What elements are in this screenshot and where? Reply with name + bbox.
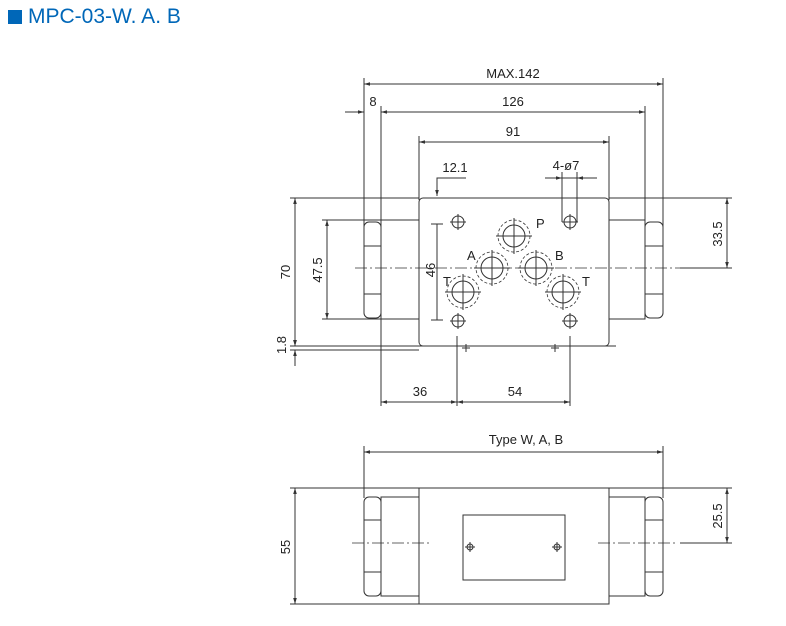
dim-1-8: 1.8 <box>274 336 289 354</box>
label-port-t-right: T <box>582 274 590 289</box>
dim-46: 46 <box>423 263 438 277</box>
dim-12-1: 12.1 <box>442 160 467 175</box>
left-cylinder <box>380 219 420 320</box>
port-a <box>474 250 510 286</box>
left-hex-nut <box>363 221 382 319</box>
label-port-p: P <box>536 216 545 231</box>
dim-55: 55 <box>278 540 293 554</box>
side-right-hex-nut <box>644 496 664 597</box>
dim-33-5: 33.5 <box>710 221 725 246</box>
type-label: Type W, A, B <box>489 432 563 447</box>
side-valve-body <box>418 487 610 605</box>
port-t-right <box>545 274 581 310</box>
dim-70: 70 <box>278 265 293 279</box>
dim-25-5: 25.5 <box>710 503 725 528</box>
right-cylinder <box>608 219 646 320</box>
side-right-cylinder <box>608 496 646 597</box>
dimension-lines <box>293 82 729 404</box>
label-port-a: A <box>467 248 476 263</box>
port-t-left <box>445 274 481 310</box>
right-hex-nut <box>644 221 664 319</box>
dim-54: 54 <box>508 384 522 399</box>
dim-91: 91 <box>506 124 520 139</box>
port-p <box>496 218 532 254</box>
nameplate-window <box>462 514 566 581</box>
side-left-cylinder <box>380 496 420 597</box>
top-view: MAX.142 8 126 91 12.1 4-ø7 70 47.5 46 33… <box>274 66 732 406</box>
mounting-holes <box>450 214 578 329</box>
dim-max-length: MAX.142 <box>486 66 539 81</box>
title-square-icon <box>8 10 22 24</box>
port-b <box>518 250 554 286</box>
ports <box>445 218 581 310</box>
label-port-b: B <box>555 248 564 263</box>
side-left-hex-nut <box>363 496 382 597</box>
page-title: MPC-03-W. A. B <box>8 5 181 29</box>
dim-nut: 8 <box>369 94 376 109</box>
screw-left <box>465 542 475 552</box>
screw-right <box>552 542 562 552</box>
dim-36: 36 <box>413 384 427 399</box>
label-port-t-left: T <box>443 274 451 289</box>
side-view: Type W, A, B 55 25.5 <box>278 432 732 605</box>
dim-126: 126 <box>502 94 524 109</box>
dim-47-5: 47.5 <box>310 257 325 282</box>
top-extension-lines <box>290 78 732 406</box>
title-text: MPC-03-W. A. B <box>28 5 181 28</box>
dim-holes: 4-ø7 <box>553 158 580 173</box>
